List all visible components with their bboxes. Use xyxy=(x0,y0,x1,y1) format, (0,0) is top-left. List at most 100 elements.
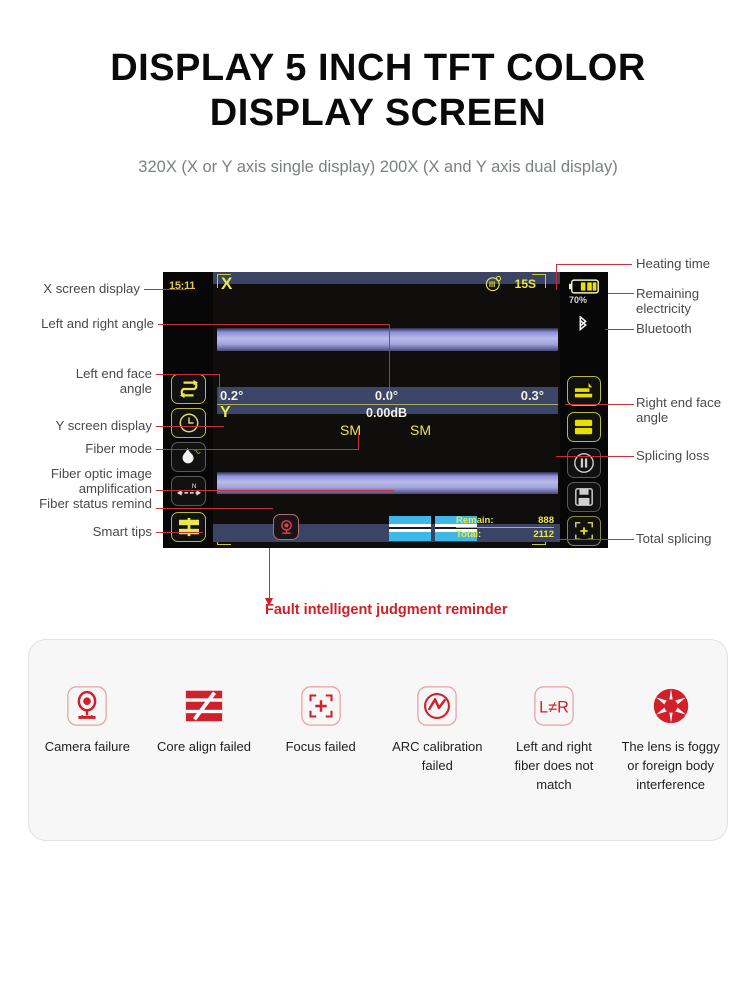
svg-text:°C: °C xyxy=(193,447,200,455)
focus-failed-icon xyxy=(300,686,341,726)
foggy-lens-icon xyxy=(653,688,688,724)
callout-remaining-electricity: Remaining electricity xyxy=(636,286,700,316)
device-left-rail: 15:11 °C xyxy=(163,272,213,548)
heating-time-icon xyxy=(485,275,502,292)
heating-time-value: 15S xyxy=(514,277,536,291)
arc-calibration-failed-icon xyxy=(417,686,458,726)
timer-button[interactable] xyxy=(171,408,206,438)
right-end-face-angle-icon xyxy=(574,382,593,398)
leader-remaining-electricity xyxy=(608,293,634,295)
save-record-button[interactable] xyxy=(567,482,601,512)
counter-divider xyxy=(456,527,554,528)
remain-value: 888 xyxy=(538,515,554,526)
core-align-failed-icon-box xyxy=(182,684,226,728)
frame-corner-top-left xyxy=(217,274,231,288)
fault-item-core-align-failed[interactable]: Core align failed xyxy=(152,684,256,756)
page-title: DISPLAY 5 INCH TFT COLOR DISPLAY SCREEN xyxy=(0,46,756,136)
image-amplification-icon: N xyxy=(176,483,201,496)
fiber-image-bottom xyxy=(217,472,558,494)
flame-temperature-button[interactable]: °C xyxy=(171,442,206,472)
focus-failed-icon-box xyxy=(299,684,343,728)
leader-splicing-loss xyxy=(556,456,634,458)
core-align-failed-icon xyxy=(185,690,223,722)
smart-tips-icon xyxy=(178,517,199,537)
leader-left-end-face-h xyxy=(156,374,220,376)
focus-frame-icon xyxy=(574,521,594,541)
fiber-mode-swap-button[interactable] xyxy=(171,374,206,404)
fiber-mode-left-value: SM xyxy=(340,422,361,438)
pause-icon xyxy=(574,453,594,473)
page-subtitle: 320X (X or Y axis single display) 200X (… xyxy=(138,158,618,176)
leader-fiber-mode-h xyxy=(156,449,359,451)
total-label: Total: xyxy=(456,529,482,540)
total-value: 2112 xyxy=(533,529,554,540)
right-end-face-angle-button[interactable] xyxy=(567,376,601,406)
fiber-status-remind-button[interactable] xyxy=(273,514,299,540)
battery-icon xyxy=(569,279,599,294)
fiber-mode-swap-icon xyxy=(179,379,198,399)
y-screen-label: Y xyxy=(220,404,231,421)
fault-item-camera-failure[interactable]: Camera failure xyxy=(35,684,139,756)
angle-divider-line xyxy=(217,404,558,406)
leader-fiber-mode-v xyxy=(358,432,360,450)
fault-panel: Camera failure Core align failed xyxy=(28,639,728,841)
leader-fault-reminder xyxy=(269,548,271,598)
fault-reminder-arrowhead xyxy=(265,598,273,606)
right-end-face-angle-value: 0.3° xyxy=(520,388,544,403)
leader-heating-time-v xyxy=(556,264,558,290)
svg-text:L≠R: L≠R xyxy=(539,699,569,717)
timer-icon xyxy=(179,413,198,433)
fault-item-fiber-mismatch[interactable]: L≠R Left and right fiber does not match xyxy=(502,684,606,794)
camera-failure-icon xyxy=(67,686,108,726)
fault-items-row: Camera failure Core align failed xyxy=(29,684,729,794)
remain-label: Remain: xyxy=(456,515,494,526)
page-title-line-1: DISPLAY 5 INCH TFT COLOR xyxy=(110,47,646,89)
fault-item-foggy-lens[interactable]: The lens is foggy or foreign body interf… xyxy=(619,684,723,794)
splicing-loss-value: 0.00dB xyxy=(366,406,407,420)
callout-right-end-face-angle: Right end face angle xyxy=(636,395,722,425)
fault-label: Left and right fiber does not match xyxy=(514,739,594,792)
leader-total-splicing xyxy=(556,539,634,541)
leader-left-right-angle-h xyxy=(158,324,389,326)
pause-button[interactable] xyxy=(567,448,601,478)
save-record-icon xyxy=(575,488,593,506)
callout-fiber-image-amplification: Fiber optic image amplification xyxy=(50,466,152,496)
fault-reminder-note: Fault intelligent judgment reminder xyxy=(265,602,508,618)
splice-bars-button[interactable] xyxy=(567,412,601,442)
fault-label: Focus failed xyxy=(285,739,356,754)
callout-bluetooth: Bluetooth xyxy=(636,321,692,336)
splice-bars-icon xyxy=(574,419,593,435)
fault-item-focus-failed[interactable]: Focus failed xyxy=(269,684,373,756)
fault-label: The lens is foggy or foreign body interf… xyxy=(621,739,720,792)
arc-calibration-failed-icon-box xyxy=(415,684,459,728)
device-right-rail: 70% xyxy=(560,272,608,548)
left-right-angle-value: 0.0° xyxy=(374,388,399,403)
left-end-face-angle-value: 0.2° xyxy=(220,388,244,403)
page-title-line-2: DISPLAY SCREEN xyxy=(209,92,547,134)
callout-left-end-face-angle: Left end face angle xyxy=(75,366,152,396)
fault-item-arc-calibration-failed[interactable]: ARC calibration failed xyxy=(385,684,489,775)
callout-total-splicing: Total splicing xyxy=(636,531,712,546)
fiber-status-thumb-right xyxy=(435,516,477,541)
callout-left-right-angle: Left and right angle xyxy=(41,316,154,331)
leader-y-screen-display xyxy=(156,426,224,428)
angle-readout-band xyxy=(217,387,558,414)
camera-fault-icon xyxy=(280,519,292,534)
splice-counters: Remain: 888 Total: 2112 xyxy=(456,515,554,540)
callout-smart-tips: Smart tips xyxy=(92,524,152,539)
leader-fiber-image-amplification xyxy=(156,490,394,492)
device-viewport: X 15S 0.2° 0.0° 0.3° Y 0.00dB SM SM xyxy=(213,272,560,548)
smart-tips-button[interactable] xyxy=(171,512,206,542)
fiber-mismatch-icon: L≠R xyxy=(534,686,574,726)
battery-percent-label: 70% xyxy=(569,295,588,305)
clock-label: 15:11 xyxy=(169,280,196,292)
camera-failure-icon-box xyxy=(65,684,109,728)
leader-heating-time-h xyxy=(556,264,632,266)
flame-temperature-icon: °C xyxy=(182,447,201,464)
callout-fiber-status-remind: Fiber status remind xyxy=(39,496,152,511)
foggy-lens-icon-box xyxy=(649,684,693,728)
callout-fiber-mode: Fiber mode xyxy=(85,441,152,456)
fault-label: ARC calibration failed xyxy=(392,739,483,773)
focus-frame-button[interactable] xyxy=(567,516,601,546)
